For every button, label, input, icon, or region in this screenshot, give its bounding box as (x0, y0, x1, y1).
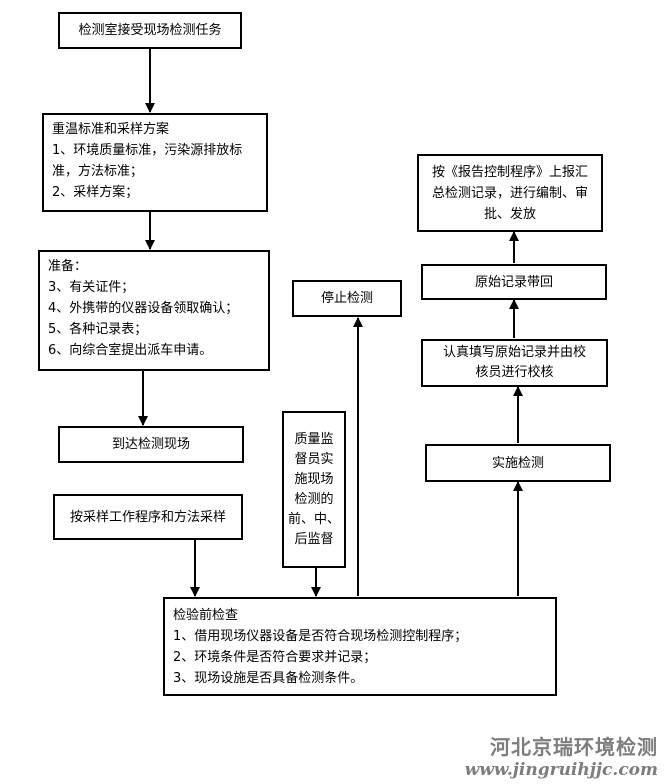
box-report: 按《报告控制程序》上报汇 总检测记录，进行编制、审 批、发放 (417, 154, 603, 232)
precheck-line-3: 3、现场设施是否具备检测条件。 (173, 671, 364, 686)
precheck-line-1: 1、借用现场仪器设备是否符合现场检测控制程序； (173, 629, 468, 644)
precheck-line-2: 2、环境条件是否符合要求并记录； (173, 650, 377, 665)
watermark-url: www.jingruihjjc.com (464, 760, 658, 780)
precheck-title: 检验前检查 (173, 608, 239, 623)
prepare-title: 准备： (48, 259, 88, 274)
prepare-line-2: 4、外携带的仪器设备领取确认； (48, 301, 239, 316)
review-line-2: 准，方法标准； (52, 164, 144, 179)
box-bring-records: 原始记录带回 (421, 264, 607, 300)
supervisor-line-4: 检测的 (294, 491, 334, 507)
stop-detection-text: 停止检测 (320, 291, 373, 306)
prepare-line-3: 5、各种记录表； (48, 322, 148, 337)
report-line-2: 总检测记录，进行编制、审 (431, 185, 588, 201)
prepare-line-1: 3、有关证件； (48, 280, 135, 295)
bring-records-text: 原始记录带回 (474, 274, 553, 290)
fill-records-line-1: 认真填写原始记录并由校 (442, 345, 586, 360)
box-receive-task: 检测室接受现场检测任务 (58, 12, 242, 49)
report-line-1: 按《报告控制程序》上报汇 (431, 164, 588, 180)
supervisor-line-3: 施现场 (294, 471, 334, 487)
watermark-name: 河北京瑞环境检测 (490, 735, 658, 759)
review-line-3: 2、采样方案； (52, 185, 139, 200)
box-sample: 按采样工作程序和方法采样 (53, 494, 243, 540)
fill-records-line-2: 核员进行校核 (475, 365, 554, 380)
supervisor-line-5: 前、中、 (287, 511, 340, 527)
box-stop-detection: 停止检测 (292, 280, 402, 317)
box-prepare: 准备： 3、有关证件； 4、外携带的仪器设备领取确认； 5、各种记录表； 6、向… (38, 250, 270, 371)
implement-detection-text: 实施检测 (491, 455, 544, 471)
supervisor-line-2: 督员实 (294, 451, 334, 467)
prepare-line-4: 6、向综合室提出派车申请。 (48, 343, 213, 358)
box-fill-records: 认真填写原始记录并由校 核员进行校核 (421, 339, 608, 387)
box-review-standards: 重温标准和采样方案 1、环境质量标准，污染源排放标 准，方法标准； 2、采样方案… (42, 113, 268, 212)
sample-text: 按采样工作程序和方法采样 (69, 509, 226, 525)
report-line-3: 批、发放 (483, 206, 536, 222)
review-line-1: 1、环境质量标准，污染源排放标 (52, 143, 243, 158)
box-supervisor: 质量监 督员实 施现场 检测的 前、中、 后监督 (282, 411, 346, 568)
supervisor-line-6: 后监督 (294, 531, 334, 547)
box-arrive-site: 到达检测现场 (58, 426, 244, 463)
box-implement-detection: 实施检测 (425, 444, 611, 482)
arrive-site-text: 到达检测现场 (111, 437, 190, 452)
box-pre-check: 检验前检查 1、借用现场仪器设备是否符合现场检测控制程序； 2、环境条件是否符合… (163, 597, 557, 696)
supervisor-line-1: 质量监 (294, 431, 334, 447)
review-title: 重温标准和采样方案 (52, 122, 170, 137)
receive-task-text: 检测室接受现场检测任务 (78, 23, 222, 38)
